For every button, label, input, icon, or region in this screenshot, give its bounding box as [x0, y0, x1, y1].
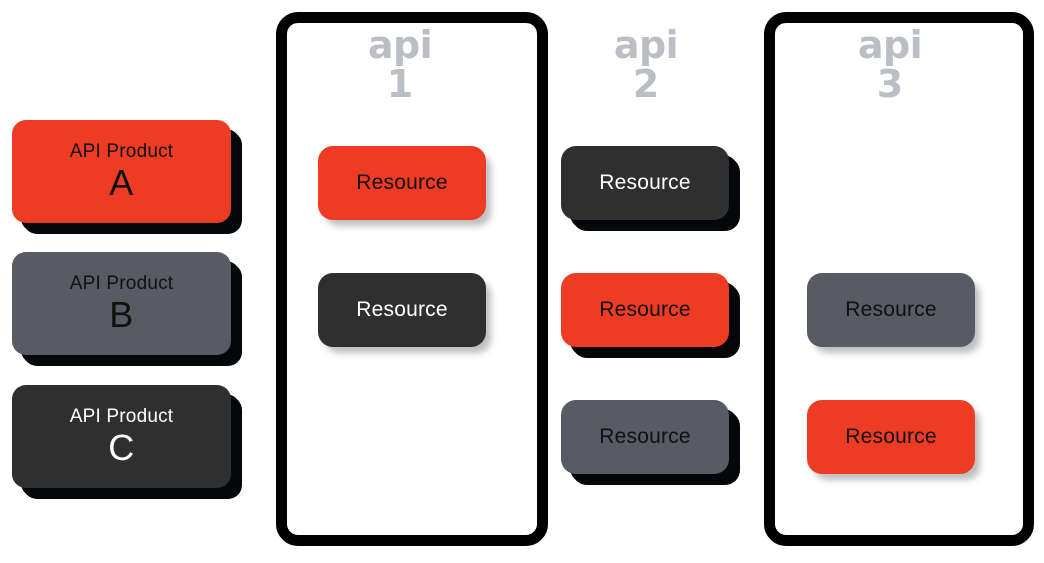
resource-label: Resource — [599, 425, 691, 448]
resource-label: Resource — [845, 298, 937, 321]
resource-card[interactable]: Resource — [318, 273, 486, 347]
resource-card[interactable]: Resource — [561, 273, 729, 347]
resource-label: Resource — [599, 298, 691, 321]
api-word: api — [613, 23, 679, 67]
api-number: 3 — [876, 61, 904, 106]
api-product-letter: B — [109, 293, 134, 335]
api-product-label: API Product — [69, 272, 174, 294]
resource-card[interactable]: Resource — [807, 273, 975, 347]
resource-card[interactable]: Resource — [561, 146, 729, 220]
api-product-label: API Product — [69, 140, 174, 162]
api-product-letter: A — [109, 161, 134, 203]
resource-card[interactable]: Resource — [318, 146, 486, 220]
api-word: api — [367, 23, 433, 67]
api-product-label: API Product — [69, 405, 174, 427]
resource-card[interactable]: Resource — [561, 400, 729, 474]
resource-label: Resource — [356, 171, 448, 194]
resource-label: Resource — [356, 298, 448, 321]
resource-label: Resource — [599, 171, 691, 194]
api-word: api — [857, 23, 923, 67]
resource-card[interactable]: Resource — [807, 400, 975, 474]
api-number: 1 — [386, 61, 414, 106]
api-number: 2 — [632, 61, 660, 106]
api-product-letter: C — [108, 426, 135, 468]
resource-label: Resource — [845, 425, 937, 448]
